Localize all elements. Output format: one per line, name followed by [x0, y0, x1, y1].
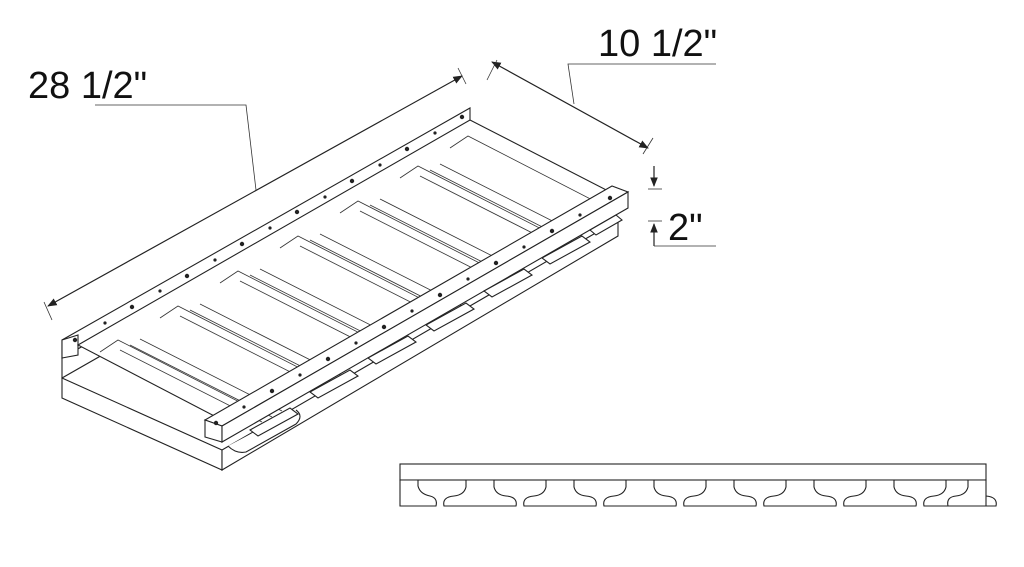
right-rail-side [221, 191, 629, 443]
front-slot-edge-right [947, 479, 987, 507]
front-slot-profile [523, 479, 597, 507]
isometric-rack-view [61, 107, 630, 471]
width-label: 10 1/2" [598, 23, 717, 65]
right-rail-holes [213, 195, 613, 426]
front-view-slots [399, 479, 997, 507]
front-slot-profile [843, 479, 917, 507]
front-view-top-board [399, 463, 987, 481]
hanging-slots [227, 214, 623, 453]
front-slot-profile [603, 479, 677, 507]
front-slot-profile [763, 479, 837, 507]
front-slot-profile [683, 479, 757, 507]
height-label: 2" [668, 207, 703, 249]
front-slot-profile [443, 479, 517, 507]
length-label: 28 1/2" [28, 65, 147, 107]
dimension-height: 2" [648, 166, 716, 249]
dimension-length: 28 1/2" [28, 65, 467, 321]
dimension-width: 10 1/2" [486, 23, 717, 155]
front-slot-edge-left [399, 479, 437, 507]
front-elevation-view [399, 463, 997, 507]
